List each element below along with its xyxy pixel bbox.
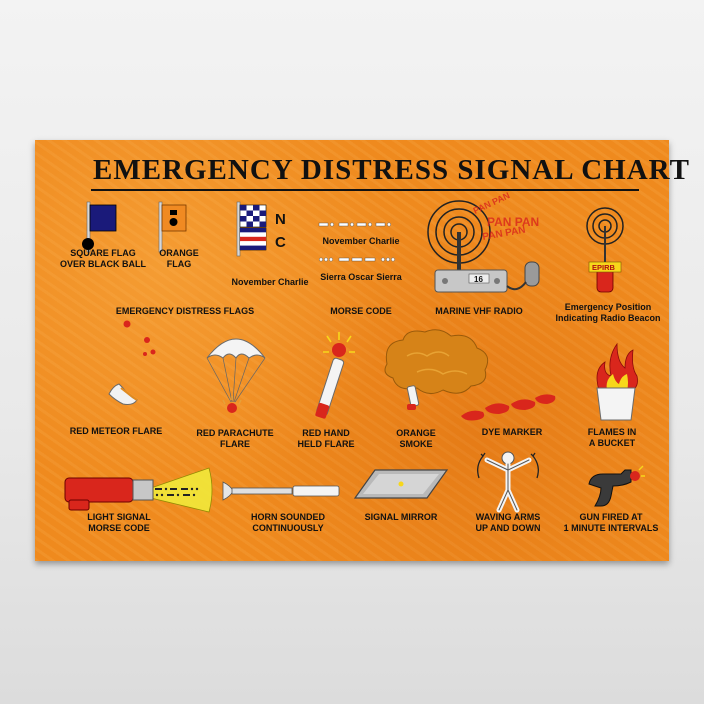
dye-marker-icon xyxy=(461,394,556,421)
chart-title: EMERGENCY DISTRESS SIGNAL CHART xyxy=(93,154,690,186)
orange-smoke-label: ORANGE SMOKE xyxy=(396,428,436,449)
flag-c-text: C xyxy=(275,234,286,251)
morse-nc-label: November Charlie xyxy=(322,236,400,246)
pan-pan-text-1: PAN PAN xyxy=(472,190,512,216)
square-flag-label: SQUARE FLAG OVER BLACK BALL xyxy=(60,248,146,269)
marine-vhf-radio-icon: 16 PAN PAN PAN PAN PAN PAN xyxy=(427,190,540,293)
radio-channel-text: 16 xyxy=(474,275,483,284)
orange-flag-label: ORANGE FLAG xyxy=(159,248,199,269)
title-underline xyxy=(91,189,639,191)
signal-mirror-icon xyxy=(353,469,449,499)
red-hand-held-flare-icon xyxy=(315,332,355,419)
november-charlie-flag-label: November Charlie xyxy=(231,277,309,287)
morse-sos-label: Sierra Oscar Sierra xyxy=(320,272,402,282)
morse-sos-dots-icon xyxy=(319,257,395,262)
flames-in-bucket-icon xyxy=(596,342,638,421)
signal-chart-poster: EMERGENCY DISTRESS SIGNAL CHART SQUARE F… xyxy=(35,140,690,561)
waving-arms-label: WAVING ARMS UP AND DOWN xyxy=(475,512,541,533)
red-hand-held-flare-label: RED HAND HELD FLARE xyxy=(297,428,355,449)
red-meteor-flare-label: RED METEOR FLARE xyxy=(69,426,163,436)
gun-fired-label: GUN FIRED AT 1 MINUTE INTERVALS xyxy=(563,512,659,533)
epirb-label: Emergency Position Indicating Radio Beac… xyxy=(555,302,661,323)
morse-code-label: MORSE CODE xyxy=(330,306,392,316)
emergency-distress-flags-label: EMERGENCY DISTRESS FLAGS xyxy=(115,306,255,316)
november-charlie-flag-icon: N C xyxy=(236,201,286,257)
square-flag-black-ball-icon xyxy=(82,201,117,253)
morse-nc-dots-icon xyxy=(318,222,391,227)
light-signal-morse-label: LIGHT SIGNAL MORSE CODE xyxy=(87,512,151,533)
epirb-tag-text: EPIRB xyxy=(592,263,616,272)
orange-flag-icon xyxy=(158,201,187,253)
light-signal-morse-icon xyxy=(64,467,213,513)
signal-mirror-label: SIGNAL MIRROR xyxy=(364,512,438,522)
horn-icon xyxy=(222,481,340,501)
horn-label: HORN SOUNDED CONTINUOUSLY xyxy=(250,512,325,533)
red-parachute-flare-label: RED PARACHUTE FLARE xyxy=(196,428,274,449)
red-parachute-flare-icon xyxy=(206,338,266,413)
marine-vhf-radio-label: MARINE VHF RADIO xyxy=(435,306,523,316)
dye-marker-label: DYE MARKER xyxy=(481,427,543,437)
red-meteor-flare-icon xyxy=(108,320,156,405)
gun-icon xyxy=(588,465,645,507)
flames-in-bucket-label: FLAMES IN A BUCKET xyxy=(587,427,637,448)
pan-pan-text-2: PAN PAN xyxy=(487,215,539,229)
epirb-beacon-icon: EPIRB xyxy=(586,207,624,293)
orange-smoke-icon xyxy=(384,329,489,410)
flag-n-text: N xyxy=(275,211,286,228)
waving-arms-person-icon xyxy=(477,451,539,513)
